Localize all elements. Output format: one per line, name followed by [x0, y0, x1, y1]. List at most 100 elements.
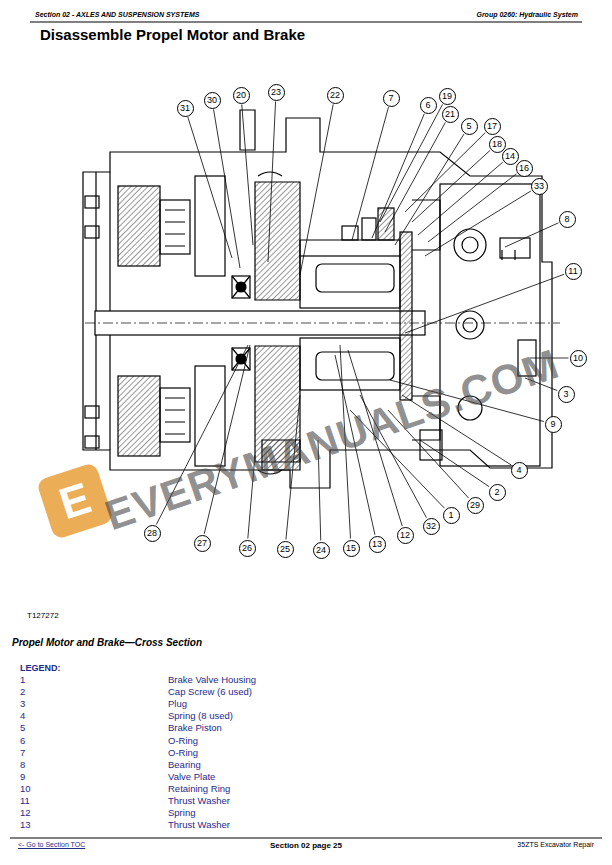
leader-line — [385, 122, 445, 232]
callout-number: 24 — [316, 546, 326, 555]
callout-number: 1 — [448, 511, 453, 520]
legend-cell: 3 — [20, 699, 25, 710]
callout-number: 21 — [445, 110, 455, 119]
callout-number: 26 — [242, 544, 252, 553]
legend-cell: 9 — [20, 772, 25, 783]
legend-cell: Cap Screw (6 used) — [168, 687, 252, 698]
callout-number: 28 — [147, 529, 157, 538]
callout-circle: 13 — [369, 536, 386, 553]
leader-line — [268, 101, 276, 262]
leader-line — [412, 150, 490, 222]
callout-number: 4 — [516, 466, 521, 475]
callout-number: 20 — [236, 91, 246, 100]
callout-circle: 33 — [531, 178, 548, 195]
callout-circle: 7 — [383, 90, 400, 107]
callout-circle: 27 — [194, 535, 211, 552]
callout-number: 6 — [425, 101, 430, 110]
callout-circle: 5 — [461, 118, 478, 135]
legend-cell: Thrust Washer — [168, 796, 230, 807]
callout-number: 10 — [573, 354, 583, 363]
callout-number: 5 — [466, 122, 471, 131]
callout-circle: 8 — [559, 211, 576, 228]
callout-circle: 2 — [489, 484, 506, 501]
callout-circle: 15 — [343, 540, 360, 557]
callout-number: 31 — [180, 104, 190, 113]
callout-circle: 19 — [439, 88, 456, 105]
callout-number: 22 — [330, 91, 340, 100]
legend-cell: Brake Valve Housing — [168, 675, 256, 686]
page-text: LEGEND: — [20, 663, 61, 673]
watermark-text: EVERYMANUALS.COM — [100, 343, 564, 538]
page-text: Group 0260: Hydraulic System — [476, 11, 578, 19]
page-text: Section 02 - AXLES AND SUSPENSION SYSTEM… — [35, 11, 199, 19]
callout-number: 18 — [492, 140, 502, 149]
callout-number: 23 — [271, 88, 281, 97]
callout-circle: 31 — [177, 100, 194, 117]
callout-circle: 24 — [313, 542, 330, 559]
leader-line — [204, 345, 250, 534]
page-title: Disassemble Propel Motor and Brake — [40, 26, 305, 43]
callout-circle: 29 — [467, 497, 484, 514]
callout-circle: 26 — [239, 540, 256, 557]
callout-circle: 17 — [484, 118, 501, 135]
callout-number: 3 — [563, 390, 568, 399]
legend-cell: 7 — [20, 748, 25, 759]
header-rule — [30, 22, 582, 23]
callout-circle: 14 — [502, 148, 519, 165]
callout-number: 9 — [550, 420, 555, 429]
callout-circle: 21 — [442, 106, 459, 123]
watermark-letter: E — [54, 476, 96, 527]
legend-cell: 11 — [20, 796, 30, 807]
leader-line — [372, 114, 424, 238]
callout-number: 33 — [534, 182, 544, 191]
leader-line — [425, 191, 531, 256]
legend-cell: 13 — [20, 820, 31, 831]
callout-circle: 4 — [511, 462, 528, 479]
callout-circle: 28 — [144, 525, 161, 542]
leader-line — [242, 104, 253, 245]
callout-circle: 16 — [516, 160, 533, 177]
page-text: 35ZTS Excavator Repair — [517, 841, 594, 849]
callout-circle: 18 — [489, 136, 506, 153]
callout-circle: 25 — [277, 541, 294, 558]
callout-number: 13 — [372, 540, 382, 549]
callout-number: 27 — [197, 539, 207, 548]
callout-circle: 3 — [558, 386, 575, 403]
callout-circle: 20 — [233, 87, 250, 104]
callout-number: 2 — [494, 488, 499, 497]
legend-cell: 8 — [20, 760, 25, 771]
callout-number: 12 — [400, 531, 410, 540]
callout-circle: 6 — [420, 97, 437, 114]
callout-circle: 10 — [570, 350, 587, 367]
legend-cell: 6 — [20, 736, 25, 747]
callout-number: 30 — [207, 96, 217, 105]
leader-line — [380, 104, 443, 222]
legend-cell: 1 — [20, 675, 25, 686]
callout-number: 29 — [470, 501, 480, 510]
leader-line — [300, 104, 333, 275]
callout-number: 19 — [442, 92, 452, 101]
footer-rule — [10, 838, 602, 839]
legend-cell: Plug — [168, 699, 187, 710]
legend-cell: Spring — [168, 808, 195, 819]
callout-number: 25 — [280, 545, 290, 554]
leader-line — [405, 274, 564, 333]
page-text: T127272 — [27, 611, 59, 620]
legend-cell: Brake Piston — [168, 723, 222, 734]
callout-number: 14 — [505, 152, 515, 161]
leader-line — [395, 134, 464, 245]
page-text: <- Go to Section TOC — [18, 841, 85, 849]
callout-number: 15 — [346, 544, 356, 553]
leader-line — [214, 109, 240, 268]
callout-circle: 11 — [565, 263, 582, 280]
callout-circle: 30 — [204, 92, 221, 109]
leader-line — [418, 162, 503, 235]
callout-number: 17 — [487, 122, 497, 131]
legend-cell: Bearing — [168, 760, 201, 771]
legend-cell: Thrust Washer — [168, 820, 230, 831]
callout-circle: 23 — [268, 84, 285, 101]
legend-cell: 2 — [20, 687, 25, 698]
leader-line — [505, 223, 558, 247]
callout-number: 8 — [564, 215, 569, 224]
